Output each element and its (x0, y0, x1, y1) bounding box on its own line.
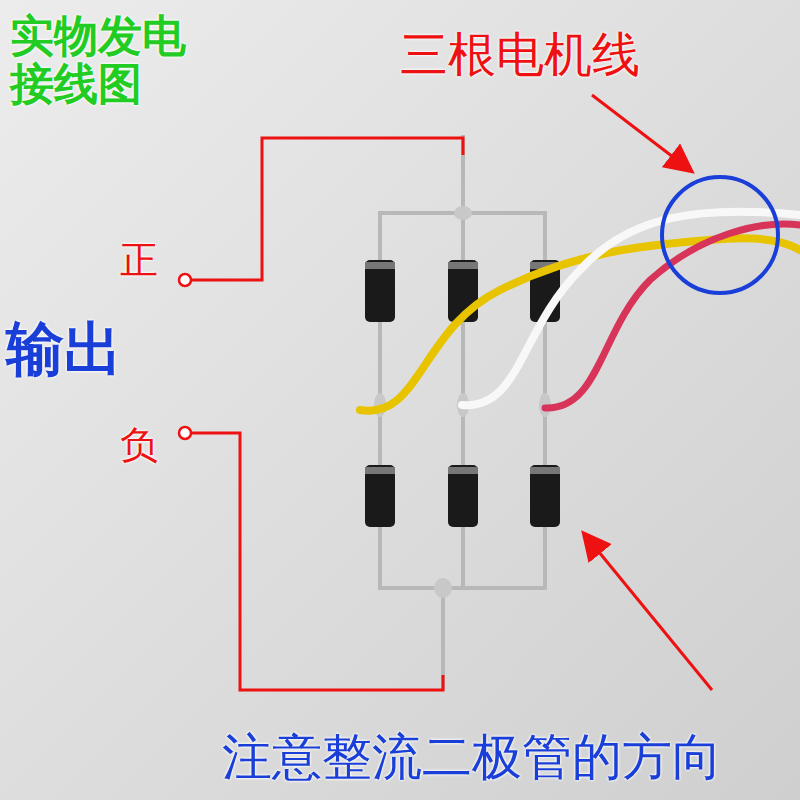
note-label: 注意整流二极管的方向 (222, 730, 722, 785)
bus-wire (380, 135, 545, 690)
annotation-label: 三根电机线 (400, 28, 640, 81)
diagram-title: 实物发电 接线图 (10, 12, 200, 109)
highlight-circle (662, 177, 778, 293)
terminal-label: 负 (120, 425, 158, 467)
motor-wire (360, 212, 800, 411)
output-label: 输出 (6, 318, 122, 382)
diode-symbol (365, 260, 560, 527)
leader-line (191, 95, 712, 690)
terminal-dot (179, 274, 191, 439)
terminal-label: 正 (120, 240, 158, 282)
